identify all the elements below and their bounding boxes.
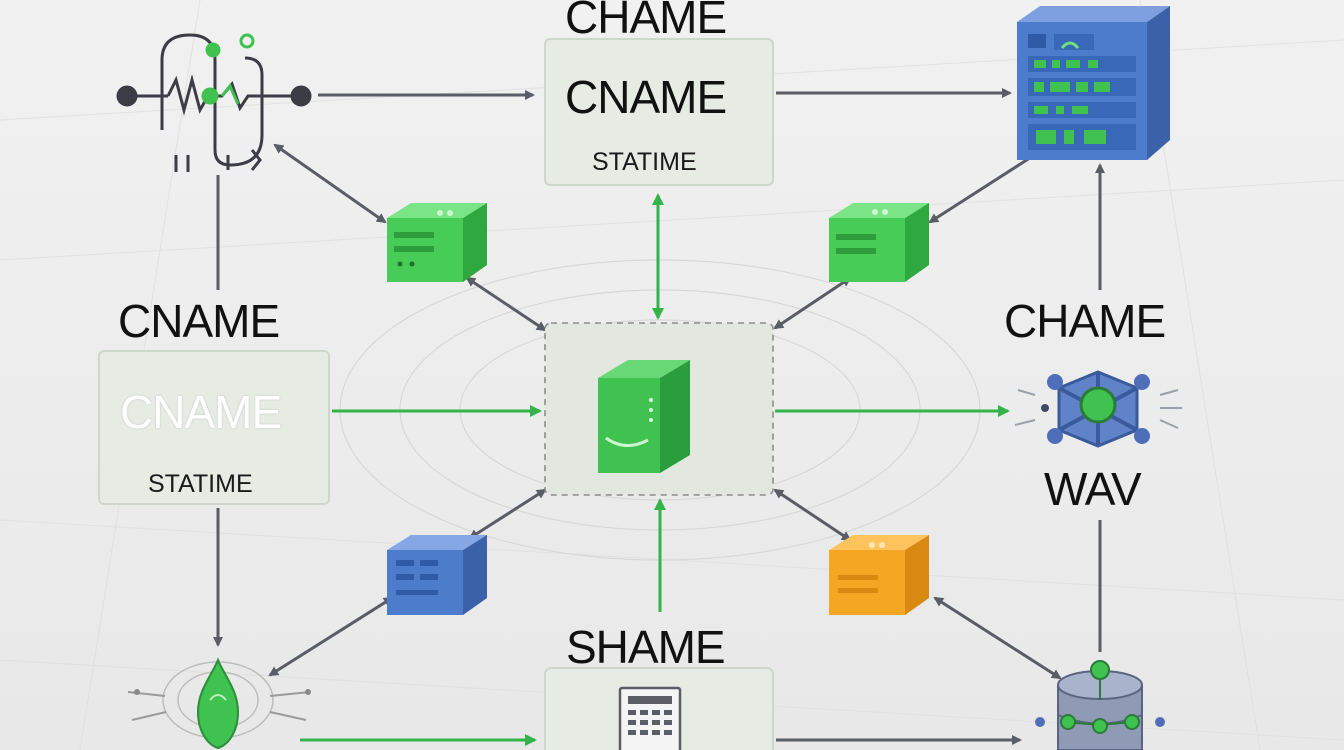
green-node-icon[interactable]	[127, 657, 311, 750]
top-box[interactable]	[544, 38, 774, 186]
arrow-center-to-orange-block	[773, 488, 852, 542]
bottom-heading: SHAME	[566, 621, 726, 673]
top-heading: CHAME	[565, 0, 727, 43]
left-heading: CNAME	[118, 295, 280, 347]
green-cube-icon[interactable]	[598, 360, 690, 473]
database-icon[interactable]	[1035, 660, 1165, 750]
arrow-circuit-to-green-block	[273, 143, 387, 224]
left-box[interactable]	[98, 350, 330, 505]
green-server-block-top-left[interactable]	[387, 203, 487, 282]
network-hub-icon[interactable]	[1014, 370, 1182, 448]
server-rack-icon[interactable]	[1017, 6, 1170, 160]
top-box-title: CNAME	[565, 71, 727, 123]
left-box-subtitle: STATIME	[148, 470, 253, 498]
circuit-icon[interactable]	[116, 33, 312, 172]
right-heading: CHAME	[1004, 295, 1166, 347]
document-icon[interactable]	[618, 686, 682, 750]
blue-server-block[interactable]	[387, 535, 487, 615]
arrow-center-to-green-block	[773, 276, 852, 330]
arrow-blue-block-to-center	[468, 488, 547, 540]
orange-server-block[interactable]	[829, 535, 929, 615]
green-server-block-top-right[interactable]	[829, 203, 929, 282]
top-box-subtitle: STATIME	[592, 148, 697, 176]
connectors	[213, 88, 1105, 746]
arrow-green-block-to-center	[465, 276, 547, 332]
left-box-title: CNAME	[120, 386, 282, 438]
arrow-orange-block-to-database	[933, 596, 1062, 680]
arrow-node-to-blue-block	[268, 596, 394, 677]
right-subheading: WAV	[1044, 463, 1142, 515]
